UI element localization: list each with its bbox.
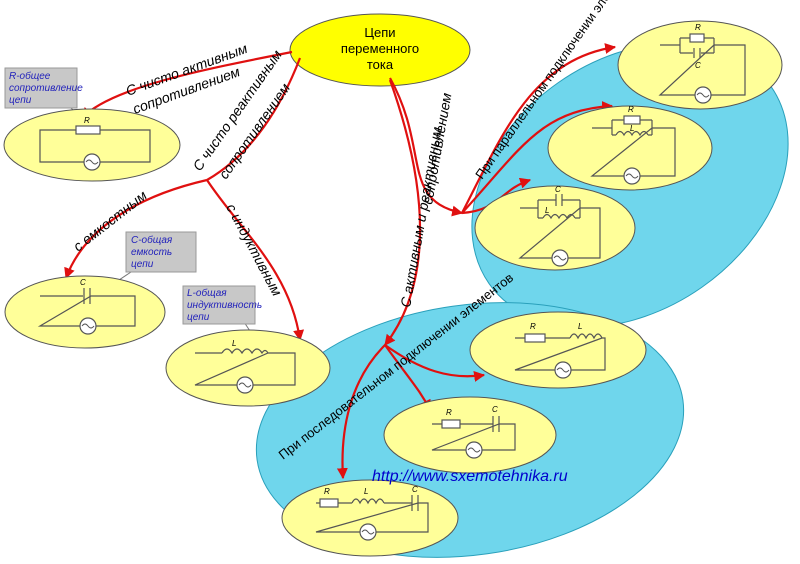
- component-label-r: R: [324, 487, 330, 496]
- component-label-c: C: [412, 485, 418, 494]
- capacitor-symbol: [83, 288, 91, 304]
- note-r: R-общее сопротивление цепи: [4, 67, 83, 119]
- component-label-c: C: [492, 405, 498, 414]
- circuit-node-series-rlc: R L C: [281, 479, 459, 557]
- note-l-line-3: цепи: [187, 312, 210, 323]
- circuit-node-parallel-rc: R C: [617, 20, 783, 110]
- component-label-c: C: [555, 185, 561, 194]
- circuit-node-series-rc: R C: [383, 396, 557, 474]
- note-l-line-1: L-общая: [187, 287, 227, 299]
- note-c-line-2: емкость: [131, 247, 172, 258]
- note-r-line-2: сопротивление: [9, 83, 83, 94]
- note-c-line-1: C-общая: [131, 234, 173, 246]
- circuit-node-c: C: [4, 275, 166, 349]
- component-label-r: R: [84, 116, 90, 125]
- root-title-line-2: переменного: [341, 41, 419, 56]
- component-label-r: R: [530, 322, 536, 331]
- source-url[interactable]: http://www.sxemotehnika.ru: [372, 468, 568, 485]
- component-label-l: L: [364, 487, 368, 496]
- inductor-symbol: [221, 348, 269, 355]
- component-label-r: R: [446, 408, 452, 417]
- note-l: L-общая индуктивность цепи: [182, 285, 262, 341]
- component-label-c: C: [80, 278, 86, 287]
- connectors: [64, 43, 617, 480]
- component-label-r: R: [695, 23, 701, 32]
- component-label-l: L: [578, 322, 582, 331]
- resistor-symbol: [75, 125, 101, 135]
- note-c-line-3: цепи: [131, 259, 154, 270]
- component-label-r: R: [628, 105, 634, 114]
- root-title-line-3: тока: [367, 57, 394, 72]
- note-l-line-2: индуктивность: [187, 300, 262, 311]
- circuit-node-parallel-rl: R L: [547, 105, 713, 191]
- circuit-node-series-rl: R L: [469, 311, 647, 389]
- branch-mixed-label: С активным и реактивным сопротивлением: [397, 91, 454, 308]
- circuit-node-parallel-cl: C L: [474, 185, 636, 271]
- note-r-line-3: цепи: [9, 95, 32, 106]
- root-title-line-1: Цепи: [364, 25, 395, 40]
- component-label-l: L: [545, 206, 549, 215]
- component-label-c: C: [695, 61, 701, 70]
- branch-inductive-label: с индуктивным: [223, 201, 285, 299]
- circuit-node-l: L: [165, 329, 331, 407]
- note-r-line-1: R-общее: [9, 70, 51, 82]
- root-node: Цепи переменного тока: [289, 13, 471, 87]
- component-label-l: L: [232, 339, 236, 348]
- circuit-node-r: R: [3, 108, 181, 182]
- component-label-l: L: [630, 124, 634, 133]
- note-c: C-общая емкость цепи: [103, 231, 197, 291]
